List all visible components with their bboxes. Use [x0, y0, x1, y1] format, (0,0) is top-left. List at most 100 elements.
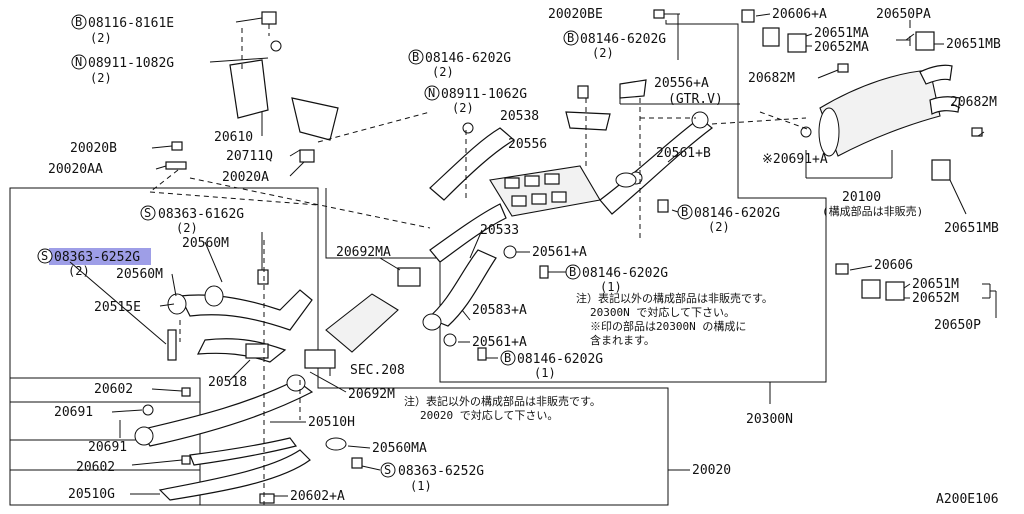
- label-gtrv: (GTR.V): [668, 92, 723, 107]
- clamps-20561: [142, 79, 669, 469]
- note-20300n-line2: 20300N で対応して下さい。: [590, 305, 735, 319]
- label-20518[interactable]: 20518: [208, 375, 247, 390]
- label-qty: (1): [534, 366, 556, 380]
- label-20100[interactable]: 20100: [842, 190, 881, 205]
- label-08363-6252g[interactable]: 08363-6252G: [398, 464, 484, 479]
- label-20691a[interactable]: ※20691+A: [762, 152, 828, 167]
- label-20606[interactable]: 20606: [874, 258, 913, 273]
- note-20020-line1: 注）表記以外の構成部品は非販売です。: [404, 394, 601, 408]
- label-20682m[interactable]: 20682M: [748, 71, 795, 86]
- label-20510g[interactable]: 20510G: [68, 487, 115, 502]
- label-20300n[interactable]: 20300N: [746, 412, 793, 427]
- label-20560m[interactable]: 20560M: [182, 236, 229, 251]
- label-20556a[interactable]: 20556+A: [654, 76, 709, 91]
- label-20583a[interactable]: 20583+A: [472, 303, 527, 318]
- center-pipe-20533: [422, 245, 517, 347]
- label-08911-1062g[interactable]: 08911-1062G: [441, 87, 527, 102]
- pipe-20538: [429, 127, 516, 263]
- label-20510h[interactable]: 20510H: [308, 415, 355, 430]
- label-20651m[interactable]: 20651M: [912, 277, 959, 292]
- label-20652m[interactable]: 20652M: [912, 291, 959, 306]
- label-08146-6202g-d[interactable]: 08146-6202G: [425, 51, 511, 66]
- label-20610[interactable]: 20610: [214, 130, 253, 145]
- label-20538[interactable]: 20538: [500, 109, 539, 124]
- note-20020-line2: 20020 で対応して下さい。: [420, 408, 558, 422]
- circle-mark-b: B: [412, 50, 419, 64]
- label-20691-b[interactable]: 20691: [88, 440, 127, 455]
- circle-mark-n: N: [428, 86, 435, 100]
- label-08363-6162g[interactable]: 08363-6162G: [158, 207, 244, 222]
- label-20692ma[interactable]: 20692MA: [336, 245, 391, 260]
- label-20650pa[interactable]: 20650PA: [876, 7, 931, 22]
- label-20100-note: (構成部品は非販売): [822, 204, 923, 218]
- label-20602[interactable]: 20602: [94, 382, 133, 397]
- bracket-20610: [229, 11, 339, 163]
- pipe-20510h: [134, 374, 314, 447]
- center-muffler-20556: [489, 111, 713, 217]
- label-qty: (1): [600, 280, 622, 294]
- circle-mark-n: N: [75, 55, 82, 69]
- label-20561b[interactable]: 20561+B: [656, 146, 711, 161]
- frame-left-inner-2: [10, 401, 200, 471]
- label-08146-6202g-b[interactable]: 08146-6202G: [517, 352, 603, 367]
- label-20556[interactable]: 20556: [508, 137, 547, 152]
- label-qty: (2): [90, 71, 112, 85]
- label-20606a[interactable]: 20606+A: [772, 7, 827, 22]
- label-08911-1082g[interactable]: 08911-1082G: [88, 56, 174, 71]
- label-08146-6202g-c[interactable]: 08146-6202G: [580, 32, 666, 47]
- label-20651mb[interactable]: 20651MB: [946, 37, 1001, 52]
- label-qty: (2): [708, 220, 730, 234]
- circle-mark-b: B: [567, 31, 574, 45]
- label-qty: (2): [176, 221, 198, 235]
- label-20692m[interactable]: 20692M: [348, 387, 395, 402]
- label-20515e[interactable]: 20515E: [94, 300, 141, 315]
- circle-mark-s: S: [144, 206, 151, 220]
- frame-20300n: [325, 20, 827, 383]
- label-20020[interactable]: 20020: [692, 463, 731, 478]
- circle-mark-s: S: [384, 463, 391, 477]
- label-qty: (2): [432, 65, 454, 79]
- rear-muffler-20100: [800, 64, 961, 157]
- label-20020b[interactable]: 20020B: [70, 141, 117, 156]
- label-20561a-b[interactable]: 20561+A: [472, 335, 527, 350]
- label-qty: (1): [410, 479, 432, 493]
- label-20020aa[interactable]: 20020AA: [48, 162, 103, 177]
- label-qty: (2): [452, 101, 474, 115]
- label-08146-6202g[interactable]: 08146-6202G: [582, 266, 668, 281]
- label-20020be[interactable]: 20020BE: [548, 7, 603, 22]
- label-20650p[interactable]: 20650P: [934, 318, 981, 333]
- circle-mark-b: B: [75, 15, 82, 29]
- circle-mark-b: B: [681, 205, 688, 219]
- label-20561a[interactable]: 20561+A: [532, 245, 587, 260]
- label-20691[interactable]: 20691: [54, 405, 93, 420]
- label-08363-6252g-highlighted[interactable]: 08363-6252G: [54, 250, 140, 265]
- note-20300n-line3: ※印の部品は20300N の構成に: [590, 319, 746, 333]
- highlight-08363-6252g[interactable]: [49, 248, 151, 265]
- label-20560ma[interactable]: 20560MA: [372, 441, 427, 456]
- label-20711q[interactable]: 20711Q: [226, 149, 273, 164]
- label-qty: (2): [592, 46, 614, 60]
- label-20602a[interactable]: 20602+A: [290, 489, 345, 504]
- label-20652ma[interactable]: 20652MA: [814, 40, 869, 55]
- label-20651ma[interactable]: 20651MA: [814, 26, 869, 41]
- label-20602-b[interactable]: 20602: [76, 460, 115, 475]
- label-sec208[interactable]: SEC.208: [350, 363, 405, 378]
- label-20533[interactable]: 20533: [480, 223, 519, 238]
- pipe-20510g: [158, 437, 311, 504]
- label-08116-8161e[interactable]: 08116-8161E: [88, 16, 174, 31]
- label-a200e106: A200E106: [936, 492, 999, 507]
- label-20651mb-b[interactable]: 20651MB: [944, 221, 999, 236]
- label-qty: (2): [68, 264, 90, 278]
- note-20300n-line1: 注）表記以外の構成部品は非販売です。: [576, 291, 773, 305]
- label-20682m-b[interactable]: 20682M: [950, 95, 997, 110]
- circle-mark-s: S: [41, 249, 48, 263]
- label-20560m-b[interactable]: 20560M: [116, 267, 163, 282]
- front-pipe-20515e: [167, 285, 313, 363]
- label-08146-6202g-e[interactable]: 08146-6202G: [694, 206, 780, 221]
- note-20300n-line4: 含まれます。: [590, 333, 655, 347]
- label-20020a[interactable]: 20020A: [222, 170, 269, 185]
- part-labels: 08116-8161E (2) 08911-1082G (2) 20610 20…: [48, 7, 1001, 507]
- label-qty: (2): [90, 31, 112, 45]
- bracket-20518: [245, 343, 269, 359]
